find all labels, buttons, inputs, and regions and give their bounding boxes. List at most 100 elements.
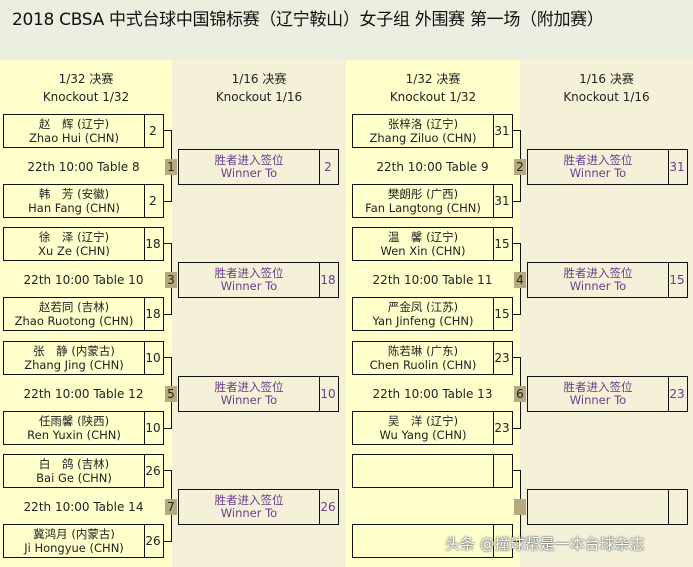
- draw-position: [492, 455, 512, 487]
- winner-draw-position: 23: [669, 387, 685, 401]
- winner-slot-empty[interactable]: [527, 489, 688, 525]
- match-number-badge: 6: [514, 386, 526, 402]
- column-header: 1/32 决赛 Knockout 1/32: [0, 70, 172, 106]
- column-left-r16: 1/16 决赛 Knockout 1/16: [172, 60, 346, 567]
- winner-label-cn: 胜者进入签位: [563, 380, 633, 394]
- match-schedule: 22th 10:00 Table 14: [23, 500, 144, 514]
- match-schedule: 22th 10:00 Table 8: [27, 160, 140, 174]
- winner-label-cn: 胜者进入签位: [563, 153, 633, 167]
- match-schedule: 22th 10:00 Table 11: [372, 273, 493, 287]
- match-number-badge: 4: [514, 272, 526, 288]
- player-name-cn: 赵若同 (吉林): [38, 300, 110, 314]
- match-number-badge: 7: [165, 499, 177, 515]
- column-header-cn: 1/32 决赛: [405, 72, 461, 86]
- player-name-cn: 任雨馨 (陕西): [38, 414, 110, 428]
- player-name-cn: 赵 辉 (辽宁): [38, 117, 110, 131]
- winner-draw-position: 26: [320, 500, 336, 514]
- player-name-en: Bai Ge (CHN): [36, 471, 112, 485]
- player-slot[interactable]: 吴 洋 (辽宁)Wu Yang (CHN) 23: [352, 411, 513, 445]
- winner-label-en: Winner To: [569, 166, 627, 180]
- draw-position: 15: [494, 237, 510, 251]
- winner-label-en: Winner To: [569, 279, 627, 293]
- player-slot[interactable]: 徐 泽 (辽宁)Xu Ze (CHN) 18: [3, 227, 164, 261]
- column-header-en: Knockout 1/32: [42, 90, 130, 104]
- column-header-cn: 1/16 决赛: [231, 72, 287, 86]
- column-header: 1/16 决赛 Knockout 1/16: [172, 70, 346, 106]
- player-slot[interactable]: 张 静 (内蒙古)Zhang Jing (CHN) 10: [3, 341, 164, 375]
- player-slot-empty[interactable]: [352, 454, 513, 488]
- winner-label-en: Winner To: [220, 166, 278, 180]
- player-slot[interactable]: 任雨馨 (陕西)Ren Yuxin (CHN) 10: [3, 411, 164, 445]
- match-number-badge: [514, 499, 526, 515]
- player-name-cn: 张 静 (内蒙古): [33, 344, 115, 358]
- player-name-cn: 韩 芳 (安徽): [38, 187, 110, 201]
- player-name-cn: 樊朗彤 (广西): [387, 187, 459, 201]
- draw-position: 26: [145, 534, 161, 548]
- match-number-badge: 3: [165, 272, 177, 288]
- winner-draw-position: 15: [669, 273, 685, 287]
- player-name-en: Zhao Ruotong (CHN): [14, 314, 134, 328]
- player-slot[interactable]: 温 馨 (辽宁)Wen Xin (CHN) 15: [352, 227, 513, 261]
- match-schedule: 22th 10:00 Table 10: [23, 273, 144, 287]
- column-header-cn: 1/16 决赛: [579, 72, 634, 86]
- player-name-en: Fan Langtong (CHN): [365, 201, 481, 215]
- winner-label-cn: 胜者进入签位: [563, 266, 633, 280]
- player-name-en: Wen Xin (CHN): [380, 244, 466, 258]
- player-name-en: Ren Yuxin (CHN): [27, 428, 121, 442]
- player-slot[interactable]: 陈若琳 (广东)Chen Ruolin (CHN) 23: [352, 341, 513, 375]
- player-slot[interactable]: 白 鸽 (吉林)Bai Ge (CHN) 26: [3, 454, 164, 488]
- player-slot[interactable]: 韩 芳 (安徽)Han Fang (CHN) 2: [3, 184, 164, 218]
- draw-position: 2: [149, 124, 157, 138]
- winner-label-en: Winner To: [220, 279, 278, 293]
- column-header-en: Knockout 1/32: [389, 90, 477, 104]
- winner-label-cn: 胜者进入签位: [214, 153, 284, 167]
- player-name-en: Han Fang (CHN): [28, 201, 120, 215]
- player-name-en: Yan Jinfeng (CHN): [372, 314, 474, 328]
- player-slot[interactable]: 张梓洛 (辽宁)Zhang Ziluo (CHN) 31: [352, 114, 513, 148]
- draw-position: 18: [145, 307, 161, 321]
- winner-draw-position: 10: [320, 387, 336, 401]
- player-name-cn: 温 馨 (辽宁): [387, 230, 459, 244]
- match-number-badge: 2: [514, 159, 526, 175]
- winner-label-cn: 胜者进入签位: [214, 380, 284, 394]
- column-header: 1/16 决赛 Knockout 1/16: [520, 70, 693, 106]
- player-name-en: Wu Yang (CHN): [379, 428, 467, 442]
- match-number-badge: 1: [165, 159, 177, 175]
- column-header-en: Knockout 1/16: [215, 90, 303, 104]
- player-slot[interactable]: 赵 辉 (辽宁)Zhao Hui (CHN) 2: [3, 114, 164, 148]
- draw-position: 10: [145, 351, 161, 365]
- draw-position: 23: [494, 351, 510, 365]
- player-name-cn: 冀鸿月 (内蒙古): [33, 527, 115, 541]
- draw-position: 23: [494, 421, 510, 435]
- draw-position: 31: [494, 194, 510, 208]
- player-name-en: Zhang Jing (CHN): [24, 358, 124, 372]
- player-slot[interactable]: 冀鸿月 (内蒙古)Ji Hongyue (CHN) 26: [3, 524, 164, 558]
- player-slot-empty[interactable]: [352, 524, 513, 558]
- column-header-en: Knockout 1/16: [563, 90, 650, 104]
- draw-position: 10: [145, 421, 161, 435]
- match-schedule: 22th 10:00 Table 12: [23, 387, 144, 401]
- page-title: 2018 CBSA 中式台球中国锦标赛（辽宁鞍山）女子组 外围赛 第一场（附加赛…: [12, 10, 604, 30]
- winner-draw-position: 2: [324, 160, 332, 174]
- player-name-cn: 严金凤 (江苏): [387, 300, 459, 314]
- winner-label-en: Winner To: [569, 393, 627, 407]
- match-schedule: 22th 10:00 Table 9: [376, 160, 489, 174]
- winner-label-en: Winner To: [220, 393, 278, 407]
- winner-label-cn: 胜者进入签位: [214, 493, 284, 507]
- player-slot[interactable]: 赵若同 (吉林)Zhao Ruotong (CHN) 18: [3, 297, 164, 331]
- player-slot[interactable]: 樊朗彤 (广西)Fan Langtong (CHN) 31: [352, 184, 513, 218]
- player-name-cn: 吴 洋 (辽宁): [387, 414, 459, 428]
- column-header: 1/32 决赛 Knockout 1/32: [346, 70, 520, 106]
- match-number-badge: 5: [165, 386, 177, 402]
- winner-draw-position: [667, 490, 687, 524]
- player-slot[interactable]: 严金凤 (江苏)Yan Jinfeng (CHN) 15: [352, 297, 513, 331]
- player-name-en: Ji Hongyue (CHN): [24, 541, 124, 555]
- winner-label-cn: 胜者进入签位: [214, 266, 284, 280]
